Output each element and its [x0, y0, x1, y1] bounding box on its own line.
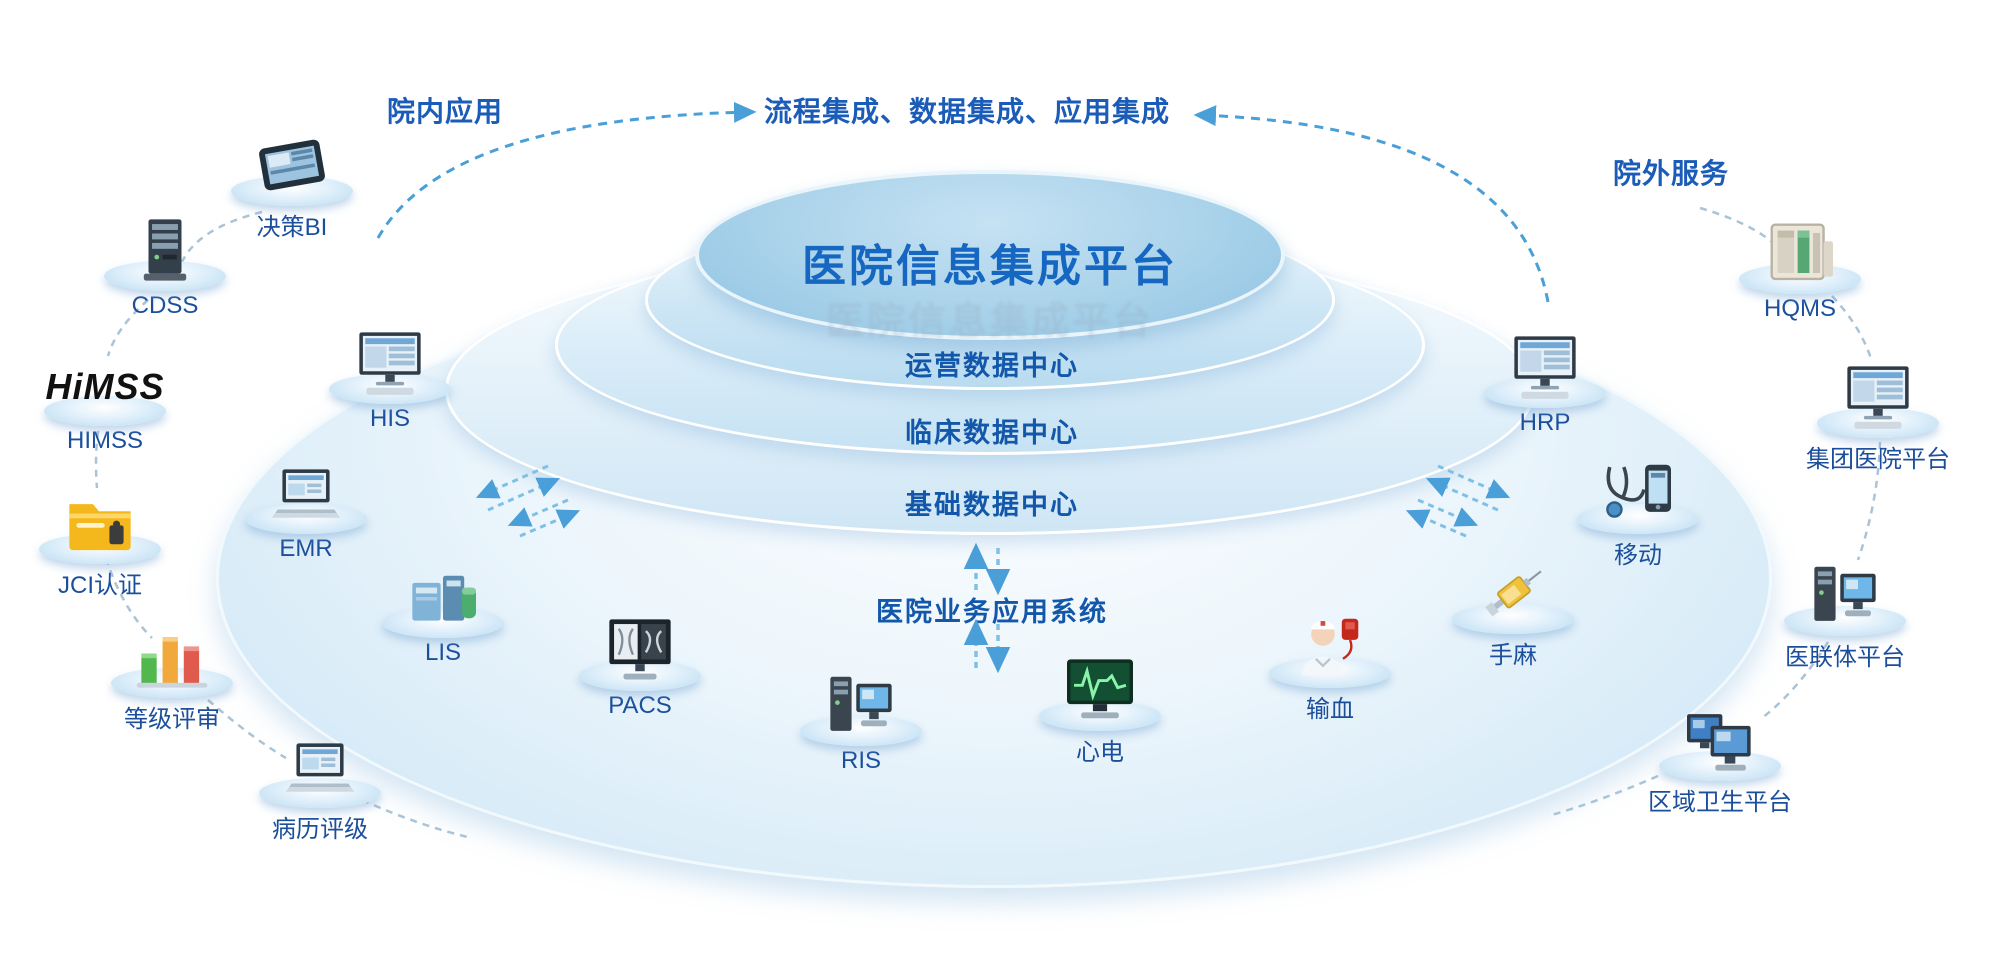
workstation-icon	[822, 672, 900, 738]
node-ecg: 心电	[1015, 645, 1185, 767]
node-label: LIS	[424, 639, 462, 666]
node-label: 心电	[1076, 739, 1124, 766]
node-label: 手麻	[1489, 642, 1537, 669]
header-integration: 流程集成、数据集成、应用集成	[763, 96, 1171, 127]
himss-logo: HiMSS	[45, 366, 165, 407]
hospital-apps-label: 医院业务应用系统	[876, 597, 1108, 627]
pedestal	[245, 504, 367, 534]
pedestal	[1577, 504, 1699, 534]
dual-computers-icon	[1681, 707, 1759, 773]
node-grade-review: 等级评审	[87, 612, 257, 734]
desktop-monitor-icon	[1506, 334, 1584, 400]
server-icon	[126, 217, 204, 283]
node-label: 病历评级	[272, 816, 368, 843]
platform-title: 医院信息集成平台	[802, 242, 1178, 291]
node-label: HQMS	[1764, 295, 1836, 322]
platform-top-disc	[695, 170, 1285, 340]
pedestal	[259, 778, 381, 808]
layer-label-clinical-data-center: 临床数据中心	[905, 418, 1079, 448]
node-hrp: HRP	[1460, 322, 1630, 437]
folders-cabinet-icon	[1761, 220, 1839, 286]
node-jci: JCI认证	[15, 478, 185, 600]
node-pacs: PACS	[555, 605, 725, 720]
pedestal	[800, 716, 922, 746]
node-label: EMR	[279, 535, 333, 562]
nurse-blood-icon	[1291, 614, 1369, 680]
header-out-hospital-services: 院外服务	[1612, 158, 1730, 189]
node-regional-health-platform: 区域卫生平台	[1635, 695, 1805, 817]
node-label: 决策BI	[256, 214, 328, 241]
node-label: RIS	[840, 747, 881, 774]
node-medical-alliance-platform: 医联体平台	[1760, 550, 1930, 672]
node-label: 输血	[1306, 696, 1354, 723]
pedestal	[1784, 606, 1906, 636]
node-label: CDSS	[131, 292, 199, 319]
certificate-folder-icon	[61, 490, 139, 556]
node-label: 区域卫生平台	[1648, 789, 1792, 816]
layer-label-basic-data-center: 基础数据中心	[905, 490, 1079, 520]
laptop-icon	[281, 734, 359, 800]
node-label: 集团医院平台	[1806, 446, 1950, 473]
node-hqms: HQMS	[1715, 208, 1885, 323]
desktop-monitor-icon	[1839, 364, 1917, 430]
node-label: JCI认证	[58, 572, 142, 599]
syringe-icon	[1474, 560, 1552, 626]
node-label: 移动	[1614, 542, 1662, 569]
node-label: HIS	[369, 405, 410, 432]
node-group-hospital-platform: 集团医院平台	[1793, 352, 1963, 474]
lab-boxes-icon	[404, 564, 482, 630]
workstation-icon	[1806, 562, 1884, 628]
node-label: 医联体平台	[1785, 644, 1905, 671]
node-himss: HiMSS HIMSS	[20, 340, 190, 455]
node-emr: EMR	[221, 448, 391, 563]
node-label: HIMSS	[66, 427, 143, 454]
node-decision-bi: 决策BI	[207, 120, 377, 242]
node-label: HRP	[1519, 409, 1571, 436]
node-cdss: CDSS	[80, 205, 250, 320]
pedestal	[44, 396, 166, 426]
node-his: HIS	[305, 318, 475, 433]
pedestal	[1452, 604, 1574, 634]
laptop-icon	[267, 460, 345, 526]
node-label: PACS	[608, 692, 672, 719]
node-label: 等级评审	[124, 706, 220, 733]
node-ris: RIS	[776, 660, 946, 775]
mobile-stethoscope-icon	[1599, 460, 1677, 526]
platform-title-reflection: 医院信息集成平台	[825, 301, 1155, 343]
tablet-icon	[253, 132, 331, 198]
node-anesthesia: 手麻	[1428, 548, 1598, 670]
node-record-rating: 病历评级	[235, 722, 405, 844]
layer-label-operation-data-center: 运营数据中心	[905, 351, 1079, 381]
rating-bars-icon	[133, 624, 211, 690]
desktop-monitor-icon	[351, 330, 429, 396]
node-blood-transfusion: 输血	[1245, 602, 1415, 724]
node-lis: LIS	[358, 552, 528, 667]
header-in-hospital-apps: 院内应用	[386, 96, 504, 127]
xray-monitor-icon	[601, 617, 679, 683]
node-mobile: 移动	[1553, 448, 1723, 570]
ecg-monitor-icon	[1061, 657, 1139, 723]
